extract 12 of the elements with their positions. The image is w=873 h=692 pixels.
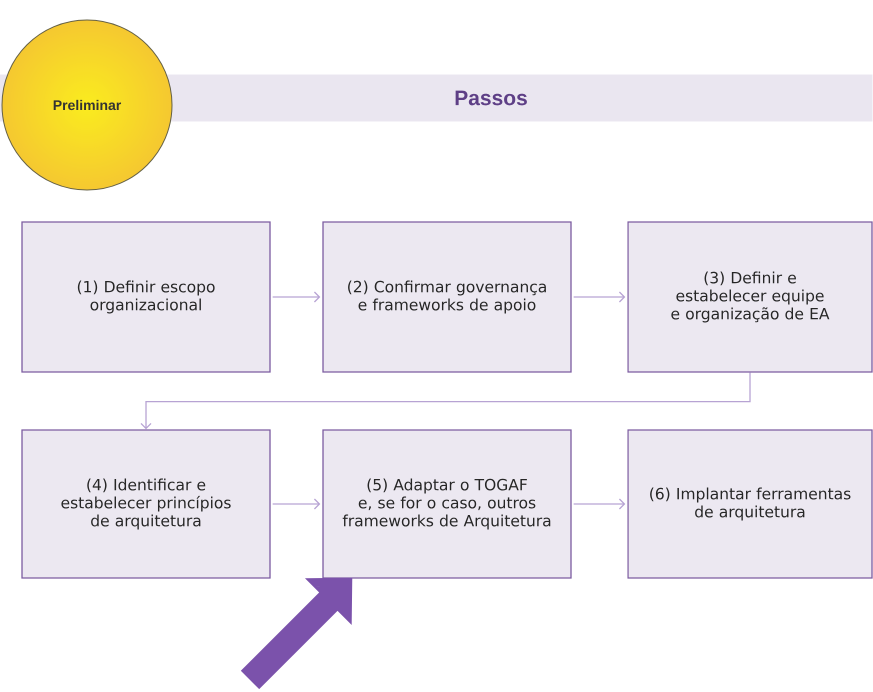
pointer-arrow (240, 578, 352, 690)
step-box: (2) Confirmar governança e frameworks de apoio (322, 221, 572, 373)
arrow (272, 498, 320, 510)
step-box: (5) Adaptar o TOGAF e, se for o caso, outros frameworks de Arquitetura (322, 429, 572, 579)
arrow (574, 292, 626, 302)
step-box: (3) Definir e estabelecer equipe e organização de EA (627, 221, 873, 373)
step-box: (1) Definir escopo organizacional (21, 221, 271, 373)
step-box: (4) Identificar e estabelecer princípios de arquitetura (21, 429, 271, 579)
arrow (574, 498, 626, 510)
step-box: (6) Implantar ferramentas de arquitetura (627, 429, 873, 579)
arrow (140, 372, 751, 430)
arrow (272, 292, 320, 302)
